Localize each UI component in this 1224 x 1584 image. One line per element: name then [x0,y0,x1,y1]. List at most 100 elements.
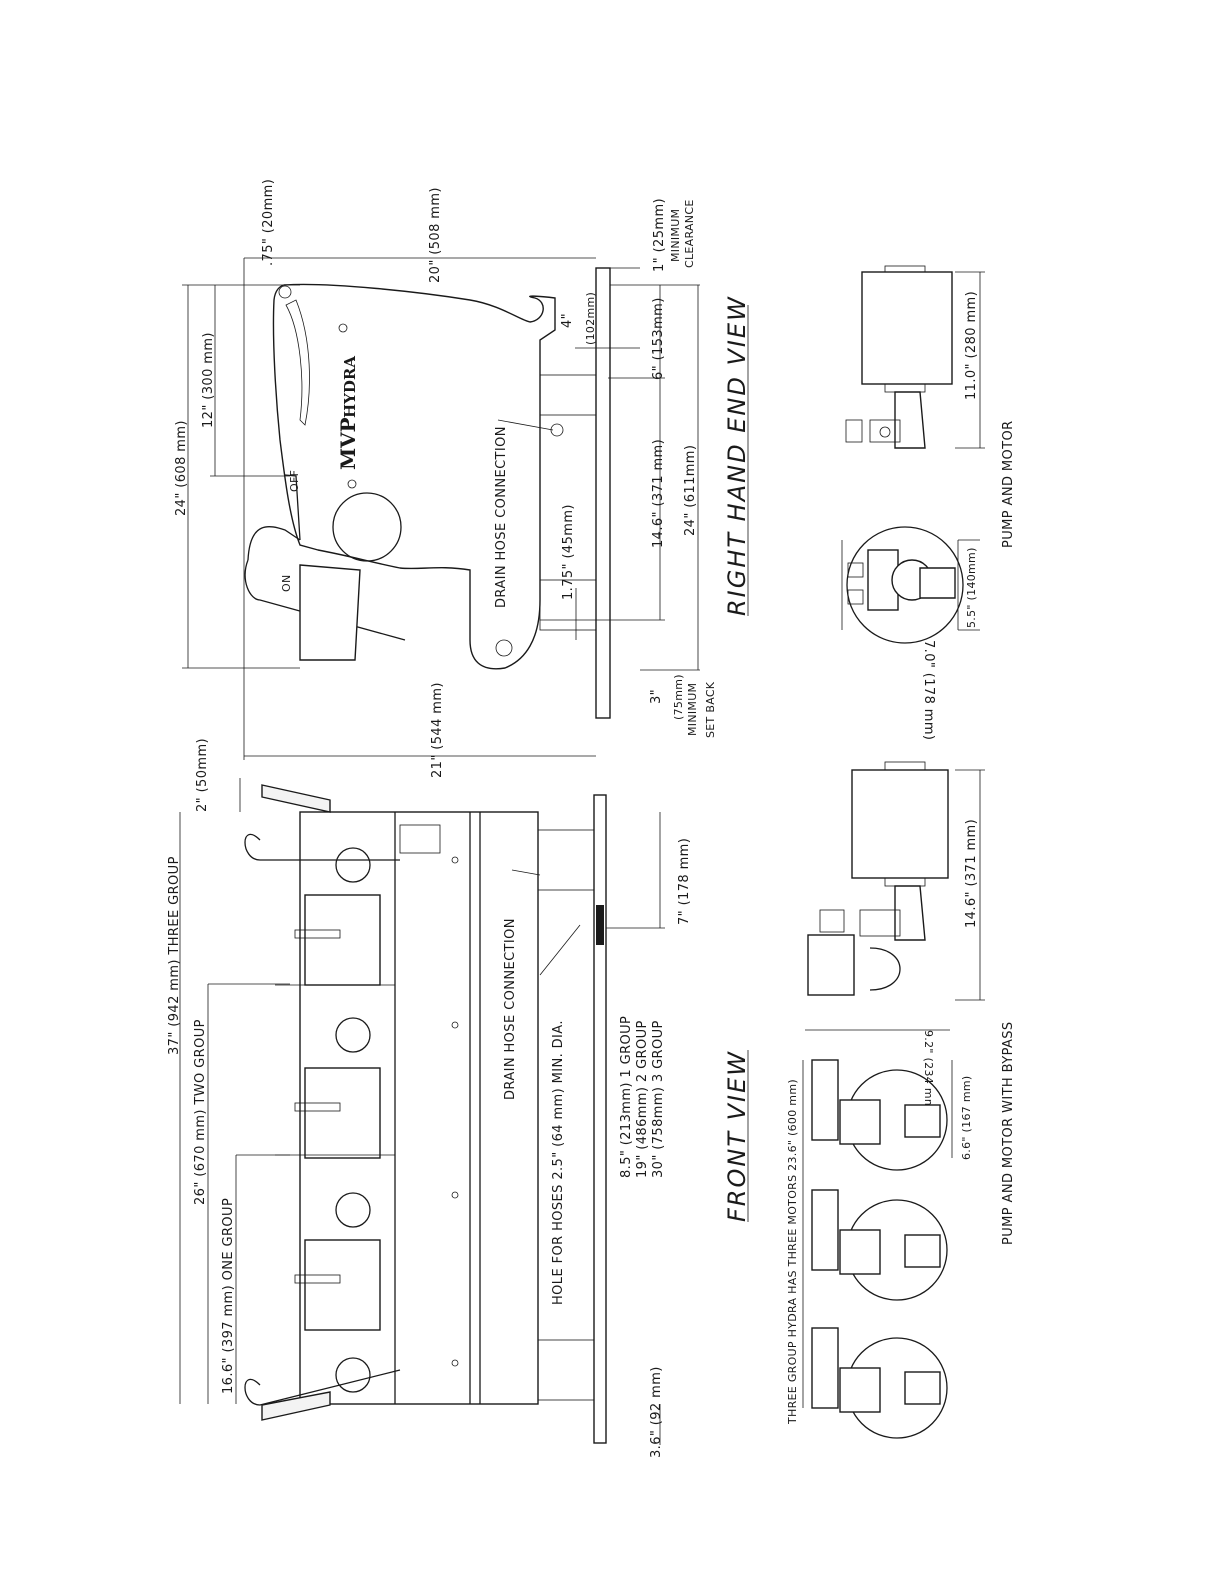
group3-width: 30" (758mm) 3 GROUP [651,1020,666,1178]
bypass-motor-cap [884,761,926,771]
screw [451,1191,459,1199]
mount-hole [278,285,292,299]
portafilter-1 [304,894,381,986]
hole-leader [539,924,581,976]
motor-unit-3 [811,1327,839,1409]
drain-label-front: DRAIN HOSE CONNECTION [503,918,518,1100]
front-foot-1 [537,829,595,891]
dim-21: 21" (544 mm) [430,682,445,778]
brand-name: MVP [336,417,360,470]
steam-wand-tip [244,559,406,641]
counter-board-side [595,267,611,719]
dim-4: 4" [560,313,575,328]
dim-12: 12" (300 mm) [201,332,216,428]
brand-model: HYDRA [341,356,359,418]
pump-housing [894,391,926,449]
pump-plate-2 [904,1234,941,1268]
right-hand-end-view: MVP HYDRA OFF ON .75" (20mm) 20" (508 mm… [174,179,751,778]
steam-wand-left [244,833,400,861]
pump-with-bypass-detail: 14.6" (371 mm) 9.2" (234 mm) 6.6" (167 m… [786,761,1016,1439]
dim-1-note1: MINIMUM [669,209,682,262]
pump-fitting [845,419,863,443]
group2-width: 19" (486mm) 2 GROUP [635,1020,650,1178]
bypass-caption: PUMP AND MOTOR WITH BYPASS [1001,1021,1016,1245]
dim-26: 26" (670 mm) TWO GROUP [193,1019,208,1205]
screw [451,1021,459,1029]
pump-front-plate [919,567,956,599]
bypass-valve-block [807,934,855,996]
bypass-loop [869,947,901,991]
dim-3: 3" [649,689,664,704]
switch-lever [284,474,301,541]
bypass-motor-flange [884,877,926,887]
pump-front-fitting [847,589,864,605]
pump-block-3 [839,1367,881,1413]
dim-146: 14.6" (371 mm) [651,439,666,548]
bypass-motor-body [851,769,949,879]
steam-knob-bottom [261,1391,331,1421]
dim-2: 2" (50mm) [195,738,210,812]
counter-board-front [593,794,607,1444]
badge-dot [347,479,357,489]
badge-dot [338,323,348,333]
hole-label: HOLE FOR HOSES 2.5" (64 mm) MIN. DIA. [551,1020,566,1305]
pump-front-fitting [847,562,864,578]
foot-front [539,579,597,631]
screw [451,1359,459,1367]
dim-24-depth: 24" (611mm) [683,445,698,536]
pump-dim-55: 5.5" (140mm) [965,547,978,628]
drain-leader-front [511,869,541,876]
bypass-dim-92: 9.2" (234 mm) [922,1030,935,1114]
dim-1-note2: CLEARANCE [683,199,696,268]
foot-rear [539,374,597,416]
dim-3-mm: (75mm) [672,674,685,720]
pump-valve [879,426,891,438]
dim-36: 3.6" (92 mm) [649,1366,664,1458]
portafilter-side [299,564,361,661]
motor-unit-1 [811,1059,839,1141]
pump-caption: PUMP AND MOTOR [1001,420,1016,548]
motor-unit-2 [811,1189,839,1271]
handle-1 [294,929,341,939]
motor-flange [884,383,926,393]
pump-front-circle [846,526,964,644]
pump-dim-70: 7.0" (178 mm) [921,640,936,740]
pump-block-1 [839,1099,881,1145]
front-view-title: FRONT VIEW [723,1050,751,1222]
front-foot-2 [537,1339,595,1401]
group1-width: 8.5" (213mm) 1 GROUP [619,1016,634,1178]
group-circle [335,847,371,883]
pump-block-2 [839,1229,881,1275]
dim-175: 1.75" (45mm) [561,504,576,600]
right-view-title: RIGHT HAND END VIEW [723,295,751,616]
screw [451,856,459,864]
motor-body [861,271,953,385]
steam-wand [247,526,301,561]
group-circle [335,1192,371,1228]
bypass-dim-146: 14.6" (371 mm) [964,819,979,928]
front-badge [399,824,441,854]
dim-4-mm: (102mm) [584,292,597,345]
portafilter-2 [304,1067,381,1159]
dim-3-note1: MINIMUM [686,683,699,736]
dim-3-note2: SET BACK [704,681,717,738]
pump-port [869,419,901,443]
pump-dim-110: 11.0" (280 mm) [964,291,979,400]
machine-side-outline [272,283,556,670]
steam-wand-right [244,1369,401,1406]
machine-side-slot [285,299,310,426]
motor-end-cap [884,265,926,273]
dim-20: 20" (508 mm) [428,187,443,283]
switch-off-label: OFF [288,470,301,492]
hose-hole-marker [596,905,604,945]
group-circle [335,1357,371,1393]
drain-label-side: DRAIN HOSE CONNECTION [494,426,509,608]
drain-outlet [495,639,513,657]
drain-leader [497,419,554,431]
pump-plate-3 [904,1371,941,1405]
dim-24-total: 24" (608 mm) [174,420,189,516]
dim-7: 7" (178 mm) [677,838,692,925]
pump-and-motor-detail: 11.0" (280 mm) 7.0" (178 mm) 5.5" (140mm… [841,265,1016,740]
bypass-fitting [819,909,845,933]
